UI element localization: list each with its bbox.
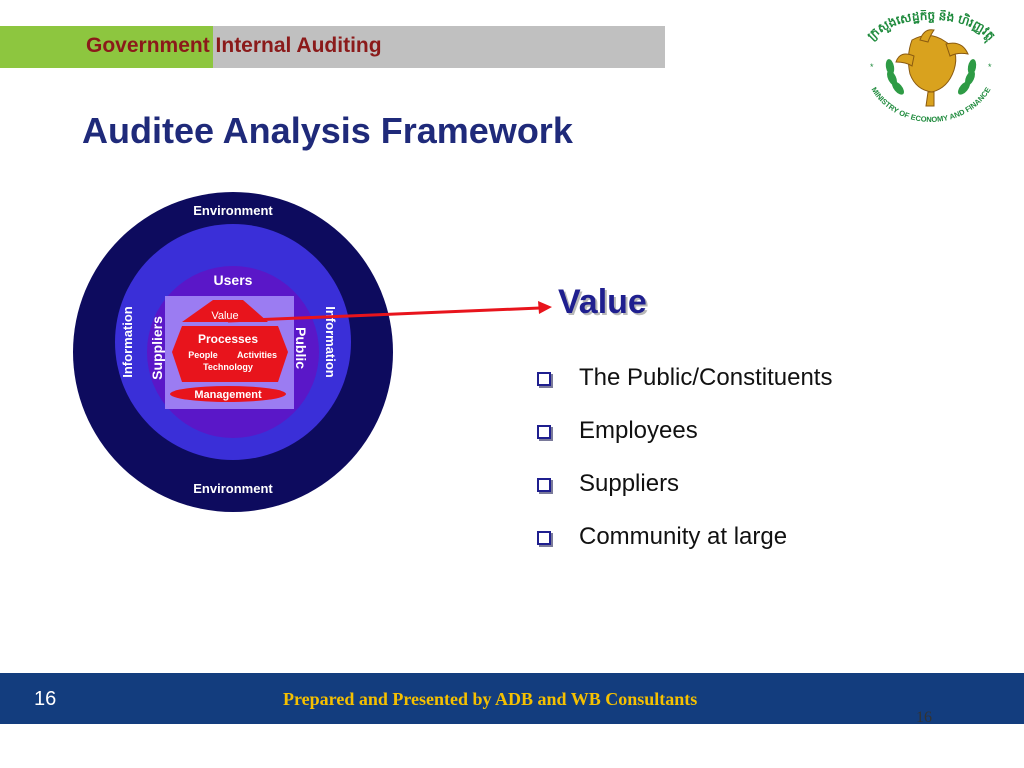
list-item: The Public/Constituents: [537, 364, 832, 417]
footer-bar: [0, 673, 1024, 724]
star-icon: *: [988, 62, 992, 72]
list-item-text: Suppliers: [579, 470, 680, 497]
auditee-diagram: Environment Environment Information Info…: [73, 192, 393, 512]
bird-emblem-icon: [895, 29, 969, 107]
list-item-text: Community at large: [579, 523, 788, 550]
header-title: Government Internal Auditing: [86, 34, 382, 57]
page-number: 16: [916, 709, 932, 726]
list-item: Employees: [537, 417, 832, 470]
information-left-label: Information: [120, 306, 135, 378]
checkbox-bullet-icon: [537, 425, 551, 439]
suppliers-label: Suppliers: [149, 316, 165, 380]
header-gray-bar: [213, 26, 665, 68]
management-label: Management: [194, 389, 262, 401]
list-item-text: The Public/Constituents: [579, 364, 833, 391]
checkbox-bullet-icon: [537, 478, 551, 492]
list-item: Suppliers: [537, 470, 832, 523]
information-right-label: Information: [323, 306, 338, 378]
checkbox-bullet-icon: [537, 531, 551, 545]
list-item-text: Employees: [579, 417, 698, 444]
list-item: Community at large: [537, 523, 832, 576]
star-icon: *: [870, 62, 874, 72]
ministry-logo: ក្រសួងសេដ្ឋកិច្ច និង ហិរញ្ញវត្ថុ MINISTR…: [864, 10, 998, 124]
environment-bottom-label: Environment: [193, 481, 273, 496]
value-list: The Public/Constituents Employees Suppli…: [537, 364, 832, 576]
processes-label: Processes: [198, 332, 258, 346]
activities-label: Activities: [237, 350, 277, 360]
value-label: Value: [211, 310, 238, 322]
technology-label: Technology: [203, 362, 253, 372]
checkbox-bullet-icon: [537, 372, 551, 386]
laurel-icon: [885, 59, 977, 95]
footer-credit: Prepared and Presented by ADB and WB Con…: [283, 689, 698, 709]
users-label: Users: [214, 272, 253, 288]
slide-title: Auditee Analysis Framework: [82, 110, 573, 151]
environment-top-label: Environment: [193, 203, 273, 218]
value-heading: Value: [558, 283, 647, 321]
management-shape: [170, 386, 286, 402]
header-green-block: [0, 26, 213, 68]
processes-shape: [172, 326, 288, 382]
public-label: Public: [293, 327, 309, 369]
footer-slide-number: 16: [34, 688, 57, 710]
people-label: People: [188, 350, 218, 360]
